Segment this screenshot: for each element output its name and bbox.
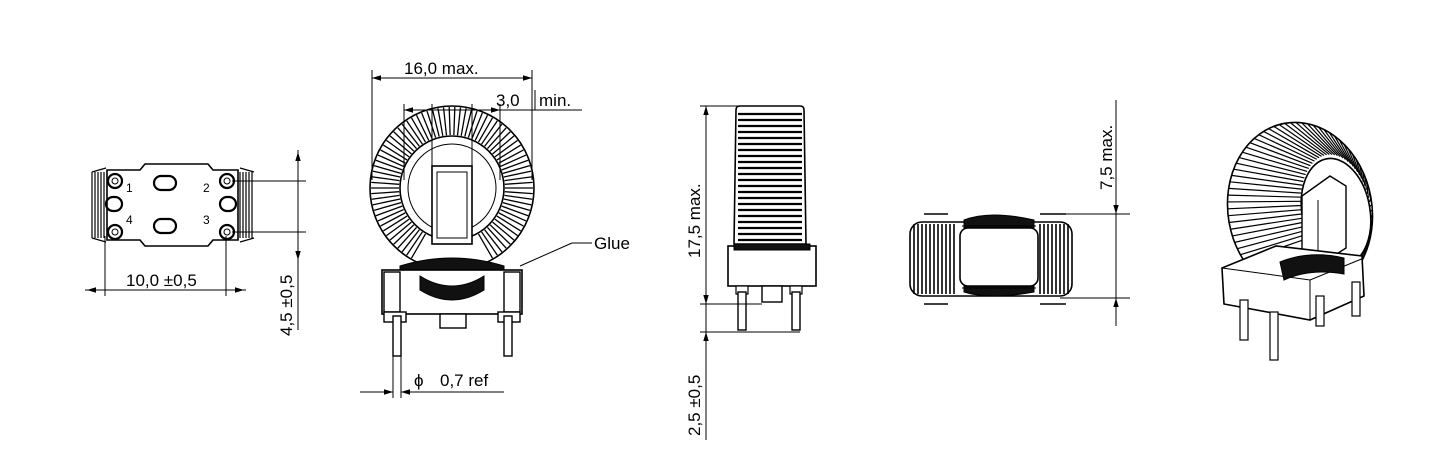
top-view-winding-left xyxy=(913,213,955,305)
dim-lead-min: 3,0 xyxy=(496,91,520,110)
top-view-winding-right xyxy=(1039,213,1069,305)
pin-label-1: 1 xyxy=(126,181,133,195)
front-view: 16,0 max. 3,0 min. Glue ϕ 0,7 ref xyxy=(360,59,630,398)
bottom-view-winding-left xyxy=(91,167,107,243)
pin-label-3: 3 xyxy=(203,213,210,227)
pin-1 xyxy=(106,172,124,190)
glue-label: Glue xyxy=(594,234,630,253)
pin-4 xyxy=(106,223,124,241)
dim-footprint-width: 10,0 ±0,5 xyxy=(126,271,197,290)
dim-width-max: 16,0 max. xyxy=(404,59,479,78)
bottom-view-winding-right xyxy=(239,167,255,243)
diameter-symbol: ϕ xyxy=(414,371,424,390)
bottom-view: 1 2 3 4 10,0 ±0,5 4,5 ±0,5 xyxy=(85,150,306,336)
dim-depth-max: 7,5 max. xyxy=(1097,125,1116,190)
side-view-winding xyxy=(738,112,802,242)
dim-footprint-height: 4,5 ±0,5 xyxy=(277,275,296,336)
isometric-view xyxy=(1221,121,1374,361)
side-view: 17,5 max. 2,5 ±0,5 xyxy=(685,105,817,440)
dim-pin-diameter: 0,7 ref xyxy=(440,371,488,390)
top-view: 7,5 max. xyxy=(909,100,1130,326)
dim-lead-min-suffix: min. xyxy=(539,91,571,110)
dim-lead-standoff: 2,5 ±0,5 xyxy=(685,375,704,436)
isometric-view-winding xyxy=(1227,122,1374,296)
pin-label-4: 4 xyxy=(126,213,133,227)
dim-height-max: 17,5 max. xyxy=(685,183,704,258)
pin-label-2: 2 xyxy=(203,181,210,195)
